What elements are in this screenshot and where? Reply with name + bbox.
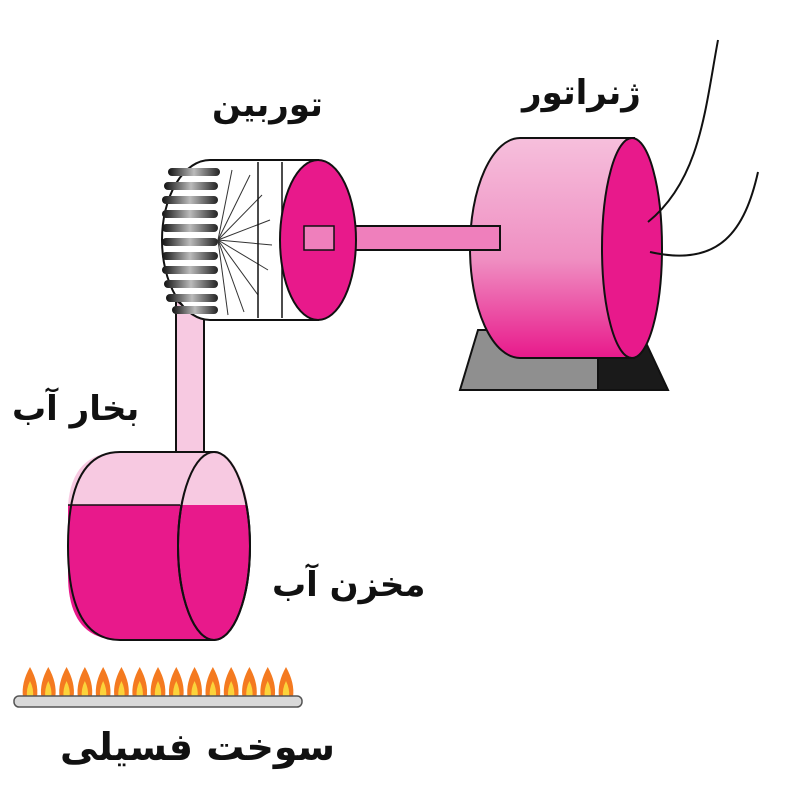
tank-face-outline (177, 451, 251, 641)
flame-core (282, 681, 290, 697)
turbine-label: توربین (212, 85, 323, 125)
flame-core (246, 681, 253, 697)
flame-core (26, 681, 34, 697)
fossil-fuel-label: سوخت فسیلی (60, 725, 336, 769)
flame-core (173, 681, 180, 697)
tank-face-steam (180, 451, 248, 505)
flame-core (191, 681, 198, 697)
generator-wire-2 (649, 171, 759, 257)
flame-core (136, 681, 143, 697)
flame-core (154, 681, 162, 697)
steam-label: بخار آب (12, 389, 140, 429)
flame-core (227, 681, 235, 697)
flame-core (209, 681, 217, 697)
burner-bar (13, 695, 303, 708)
burner (13, 667, 303, 708)
flame-core (45, 681, 52, 697)
generator-body (469, 137, 635, 359)
flame-core (63, 681, 70, 697)
flame-core (81, 681, 89, 697)
steam-pipe (175, 297, 205, 469)
turbine-fins (162, 168, 220, 314)
flame-core (118, 681, 125, 697)
water-tank (66, 451, 251, 641)
generator (458, 39, 759, 391)
turbine-spokes (217, 169, 273, 316)
burner-flames (22, 667, 294, 697)
water-tank-label: مخزن آب (272, 565, 426, 605)
tank-steam-portion (68, 452, 214, 505)
turbine (161, 159, 357, 321)
generator-face (601, 137, 663, 359)
flame-core (99, 681, 107, 697)
generator-label: ژنراتور (522, 73, 641, 113)
turbine-shaft-stub (303, 225, 335, 251)
generator-wire-1 (647, 39, 719, 223)
flame-core (264, 681, 271, 697)
tank-outline (66, 451, 215, 641)
